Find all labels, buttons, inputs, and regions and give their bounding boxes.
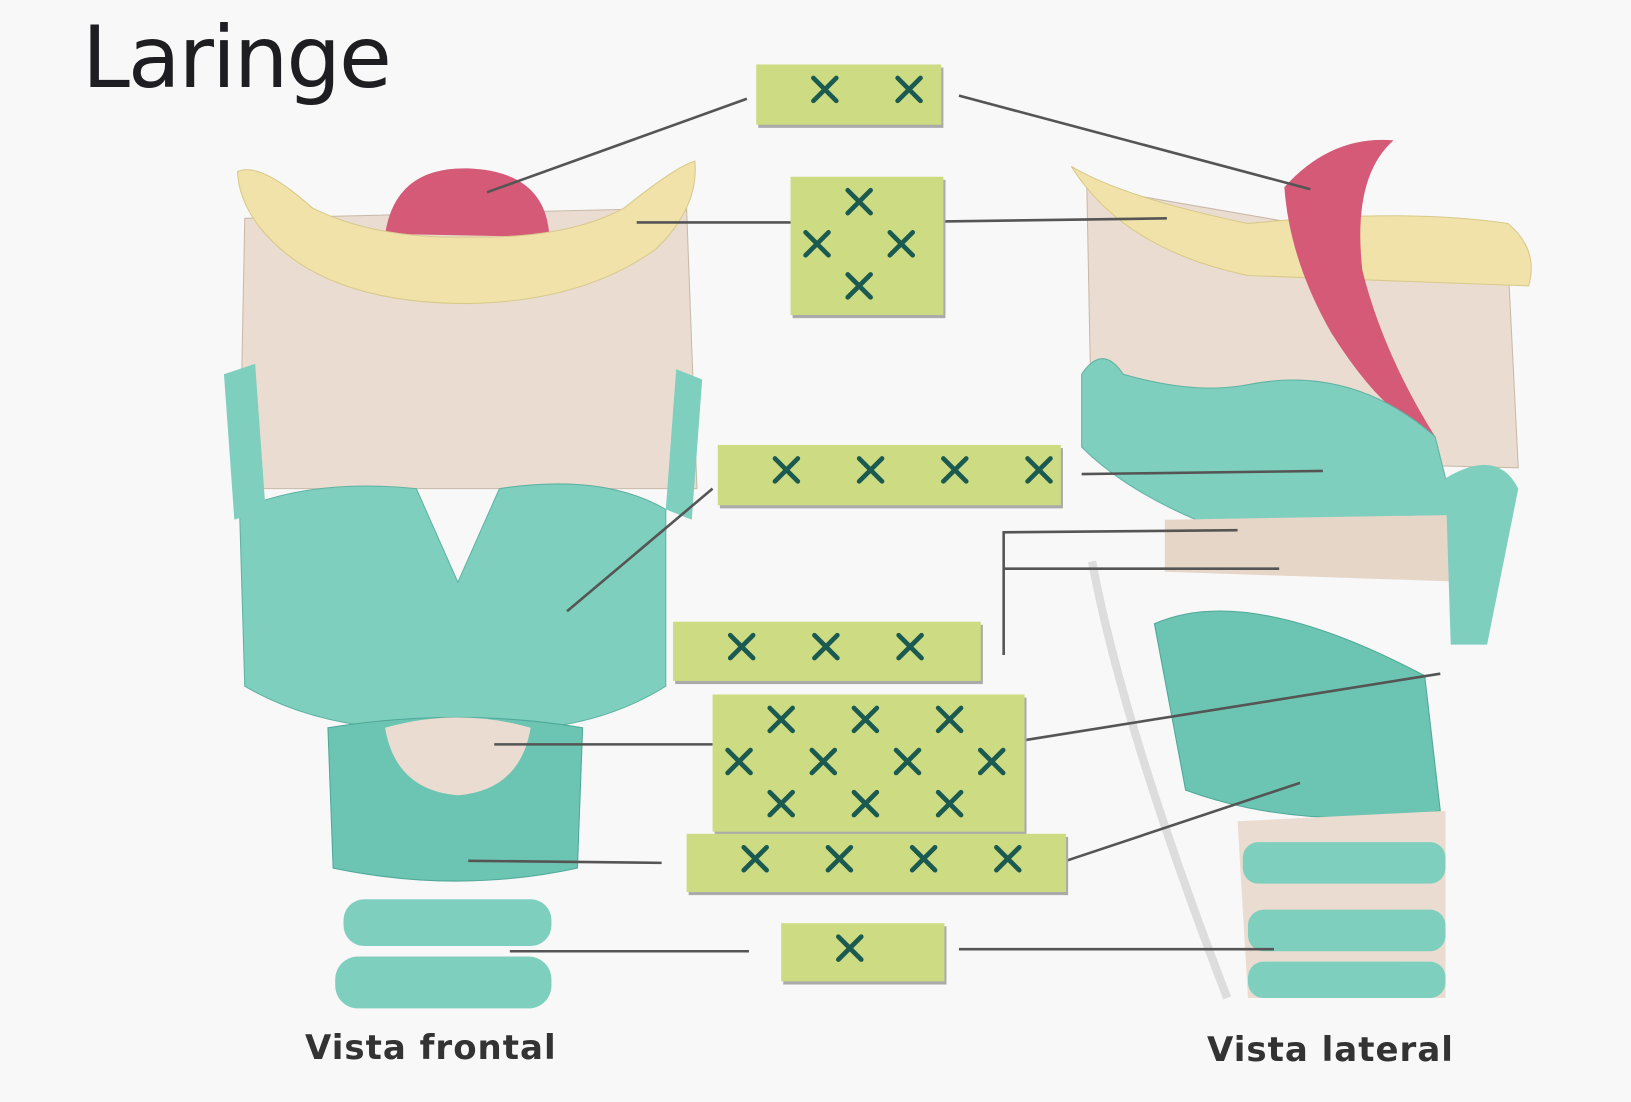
x-mark-icon (935, 789, 964, 818)
vocal-fold (1164, 514, 1477, 583)
thyroid-cartilage-lateral (1081, 358, 1457, 521)
cricoid-cartilage-lateral (1153, 610, 1441, 819)
x-mark-icon (856, 456, 885, 484)
x-mark-icon (812, 632, 840, 661)
leader-lines (468, 94, 1441, 953)
tracheal-ring-2 (335, 956, 552, 1009)
x-mark-icon (825, 844, 854, 873)
x-mark-icon (725, 747, 753, 776)
hyoid-bone-frontal (236, 160, 696, 305)
esophagus-outline (1087, 560, 1232, 1000)
x-mark-icon (767, 705, 795, 734)
cover-thyroid[interactable] (717, 444, 1063, 509)
x-mark-icon (977, 747, 1006, 776)
cover-cricoid[interactable] (686, 833, 1069, 896)
x-mark-icon (941, 456, 969, 484)
cover-rect[interactable] (781, 923, 945, 982)
x-mark-icon (895, 75, 923, 104)
x-mark-icon (809, 747, 838, 776)
x-mark-icon (994, 844, 1022, 873)
x-mark-icon (893, 747, 922, 776)
cover-rect[interactable] (756, 64, 942, 125)
arytenoid-cartilage (1445, 464, 1519, 645)
x-mark-icon (836, 934, 864, 962)
x-mark-icon (845, 272, 873, 300)
tracheal-ring-lateral-3 (1247, 961, 1446, 999)
x-mark-icon (909, 844, 938, 873)
x-mark-icon (887, 230, 916, 258)
x-mark-icon (896, 632, 924, 661)
cover-hyoid[interactable] (790, 176, 946, 319)
thyroid-horn-left (223, 363, 266, 520)
caption-frontal-view: Vista frontal (305, 1028, 557, 1068)
cover-rect[interactable] (717, 444, 1061, 506)
x-mark-icon (845, 187, 873, 216)
x-mark-icon (741, 844, 769, 873)
x-mark-icon (767, 789, 795, 818)
cover-cricothyroid[interactable] (712, 694, 1027, 835)
x-mark-icon (803, 230, 831, 258)
cover-trachea[interactable] (781, 923, 947, 985)
x-mark-icon (851, 705, 880, 734)
tracheal-ring-lateral-1 (1242, 842, 1446, 884)
thyroid-cartilage-frontal (239, 483, 667, 730)
frontal-view (223, 160, 703, 1009)
x-mark-icon (1025, 456, 1053, 484)
tracheal-ring-lateral-2 (1247, 909, 1446, 952)
x-mark-icon (935, 705, 964, 734)
page-title: Laringe (82, 8, 392, 108)
cover-epiglottis[interactable] (756, 64, 944, 128)
tracheal-ring-1 (343, 899, 552, 947)
caption-lateral-view: Vista lateral (1207, 1030, 1454, 1070)
cricothyroid-ligament (385, 717, 531, 796)
cover-rect[interactable] (673, 621, 981, 681)
x-mark-icon (811, 75, 839, 104)
x-mark-icon (727, 632, 756, 661)
epiglottis-lateral (1284, 139, 1436, 437)
cover-vocal-folds[interactable] (673, 621, 983, 685)
thyroid-horn-right (665, 369, 703, 520)
lateral-view (1070, 139, 1532, 1000)
x-mark-icon (772, 456, 801, 484)
label-covers (673, 64, 1069, 985)
x-mark-icon (851, 789, 880, 818)
